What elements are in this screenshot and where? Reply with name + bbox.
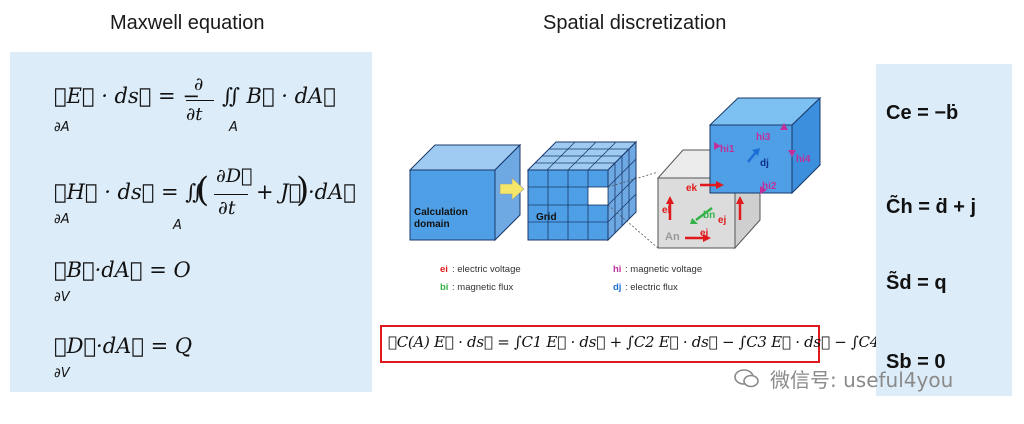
- label-hi4: hi4: [796, 154, 811, 165]
- eq1-lhs: ∮E⃗ · ds⃗ = −: [54, 84, 200, 108]
- eq1-partial: ∂: [194, 74, 204, 95]
- eq2-tail: ·dA⃗: [308, 180, 356, 204]
- label-hi1: hi1: [720, 144, 735, 155]
- label-bn: bn: [703, 210, 715, 221]
- label-hi2: hi2: [762, 181, 777, 192]
- label-dj: dj: [760, 158, 769, 169]
- legend-d-text: : electric flux: [625, 282, 678, 293]
- label-an: An: [665, 231, 680, 243]
- label-ej: ej: [718, 215, 727, 226]
- discrete-eq2: C̃h = ḋ + j: [886, 196, 977, 218]
- label-hi3: hi3: [756, 132, 771, 143]
- integral-formula: ∮C(A) E⃗ · ds⃗ = ∫C1 E⃗ · ds⃗ + ∫C2 E⃗ ·…: [388, 333, 943, 351]
- discretization-diagram: Calculation domain Grid: [408, 96, 822, 293]
- integral-formula-box: ∮C(A) E⃗ · ds⃗ = ∫C1 E⃗ · ds⃗ + ∫C2 E⃗ ·…: [380, 325, 943, 363]
- legend-d-sym: dj: [613, 282, 621, 293]
- eq2-sub-rhs: A: [173, 218, 182, 233]
- legend-b-sym: bi: [440, 282, 448, 293]
- eq1-sub-rhs: A: [229, 120, 238, 135]
- yellow-arrow-icon: [499, 177, 525, 201]
- eq1-rhs: ∬ B⃗ · dA⃗: [222, 84, 336, 108]
- eq2-frac-den: ∂t: [218, 197, 236, 219]
- label-el: el: [662, 205, 671, 216]
- eq1-sub-lhs: ∂A: [54, 120, 70, 135]
- eq2-paren-close: ): [296, 170, 310, 210]
- eq4-text: ∯D⃗·dA⃗ = Q: [54, 334, 193, 358]
- wechat-icon: [734, 369, 759, 388]
- domain-label-1: Calculation: [414, 207, 468, 218]
- eq2-paren-open: (: [196, 170, 210, 210]
- grid-cube: Grid: [526, 140, 638, 242]
- domain-label-2: domain: [414, 219, 450, 230]
- edge-arrows: [666, 123, 796, 242]
- watermark: 微信号: useful4you: [770, 368, 954, 392]
- eq2-plus: + J⃗: [256, 180, 302, 204]
- discretization-title: Spatial discretization: [543, 12, 727, 34]
- eq2-lhs: ∮H⃗ · ds⃗ = ∬: [54, 180, 204, 204]
- eq2-sub-lhs: ∂A: [54, 212, 70, 227]
- maxwell-title: Maxwell equation: [110, 12, 265, 34]
- label-ek: ek: [686, 183, 698, 194]
- maxwell-panel: ∮E⃗ · ds⃗ = − ∂ ∂t ∬ B⃗ · dA⃗ ∂A A ∮H⃗ ·…: [10, 52, 372, 392]
- discrete-eq1: Ce = −ḃ: [886, 102, 959, 124]
- grid-label: Grid: [536, 212, 557, 223]
- legend-e-text: : electric voltage: [452, 264, 521, 275]
- eq3-text: ∯B⃗·dA⃗ = O: [54, 258, 191, 282]
- eq1-dt: ∂t: [186, 104, 203, 125]
- discrete-panel: Ce = −ḃ C̃h = ḋ + j S̃d = q Sb = 0: [876, 64, 1012, 396]
- legend-b-text: : magnetic flux: [452, 282, 513, 293]
- eq4-sub: ∂V: [54, 366, 70, 381]
- eq2-fraction-bar: [214, 194, 248, 195]
- calculation-domain-cube: Calculation domain: [408, 143, 522, 242]
- eq2-frac-num: ∂D⃗: [216, 165, 253, 187]
- discrete-eq3: S̃d = q: [886, 272, 947, 294]
- label-ei: ei: [700, 228, 709, 239]
- eq1-fraction-bar: [186, 100, 214, 101]
- eq3-sub: ∂V: [54, 290, 70, 305]
- legend-e-sym: ei: [440, 264, 448, 275]
- legend-h-sym: hi: [613, 264, 621, 275]
- discrete-eq4: Sb = 0: [886, 351, 946, 373]
- legend-h-text: : magnetic voltage: [625, 264, 702, 275]
